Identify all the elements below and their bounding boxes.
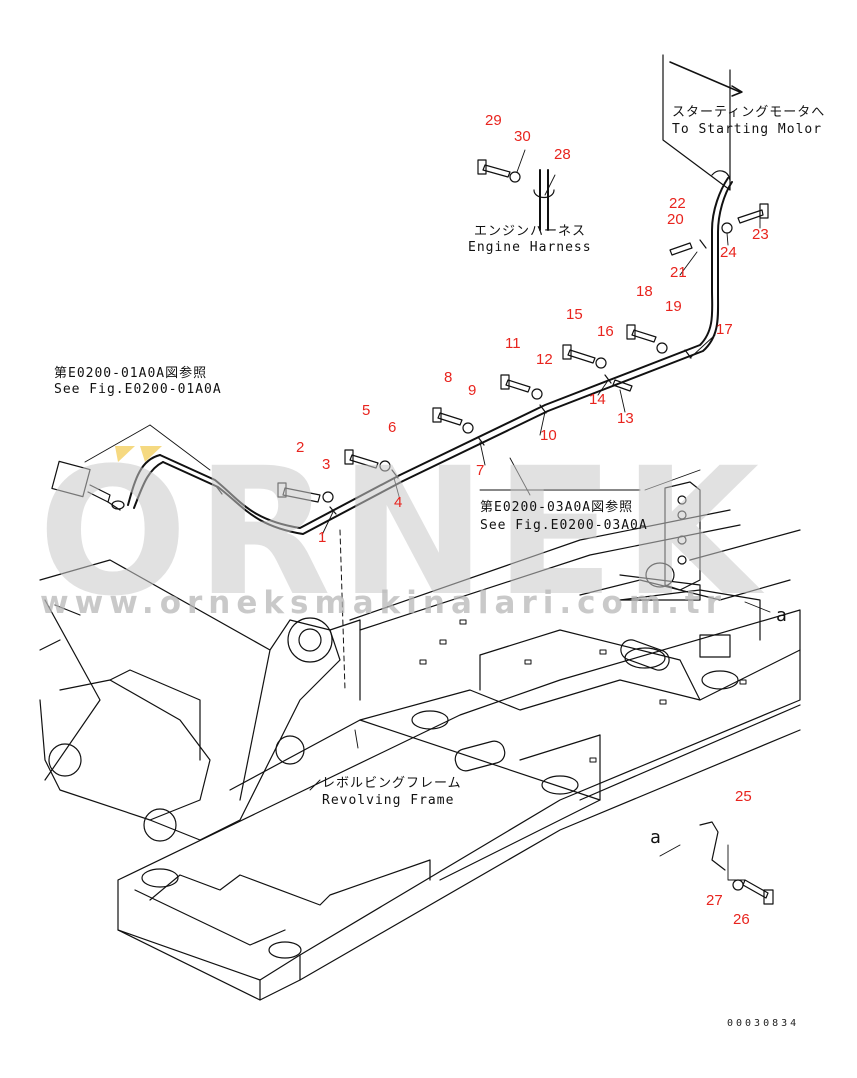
callout-7: 7 [476, 462, 485, 479]
callout-9: 9 [468, 382, 477, 399]
watermark-accent [115, 446, 162, 462]
revolving-frame [117, 579, 801, 1001]
callout-20: 20 [667, 211, 684, 228]
bolt-29 [477, 159, 511, 178]
washer-19 [656, 342, 668, 354]
note-ref2-jp: 第E0200-03A0A図参照 [480, 500, 634, 515]
view-label-a-bottom: a [650, 827, 662, 848]
callout-8: 8 [444, 369, 453, 386]
callout-19: 19 [665, 298, 682, 315]
callout-30: 30 [514, 128, 531, 145]
callout-27: 27 [706, 892, 723, 909]
note-frame-en: Revolving Frame [322, 793, 455, 808]
hardware-set [215, 159, 774, 905]
callout-25: 25 [735, 788, 752, 805]
callout-24: 24 [720, 244, 737, 261]
callout-4: 4 [394, 494, 403, 511]
note-engine-harness-en: Engine Harness [468, 240, 592, 255]
callout-14: 14 [589, 391, 606, 408]
leader-lines [84, 149, 771, 881]
washer-3 [322, 491, 334, 503]
washer-27 [732, 879, 744, 891]
clamps [215, 239, 707, 515]
callout-17: 17 [716, 321, 733, 338]
callout-28: 28 [554, 146, 571, 163]
note-starting-motor-en: To Starting Molor [672, 122, 823, 137]
boom-mount [39, 509, 801, 842]
watermark-brand: ORNEK [38, 430, 768, 635]
callout-12: 12 [536, 351, 553, 368]
callout-16: 16 [597, 323, 614, 340]
washer-9 [462, 422, 474, 434]
callout-13: 13 [617, 410, 634, 427]
view-label-a-top: a [776, 605, 788, 626]
callout-10: 10 [540, 427, 557, 444]
callout-6: 6 [388, 419, 397, 436]
callout-15: 15 [566, 306, 583, 323]
bolt-26 [742, 879, 774, 905]
note-frame-jp: レボルビングフレーム [322, 776, 462, 791]
callout-29: 29 [485, 112, 502, 129]
washer-16 [595, 357, 607, 369]
callout-2: 2 [296, 439, 305, 456]
rivets [419, 619, 747, 763]
bolt-23 [737, 203, 769, 224]
note-ref2-en: See Fig.E0200-03A0A [480, 518, 648, 533]
callout-3: 3 [322, 456, 331, 473]
bolt-2 [277, 482, 321, 503]
bolt-20 [669, 242, 693, 256]
bolt-15 [562, 344, 596, 364]
bolt-11 [500, 374, 531, 393]
bolt-8 [432, 407, 463, 426]
note-starting-motor-jp: スターティングモータへ [672, 105, 826, 120]
ground-wire-25 [699, 821, 726, 871]
washer-12 [531, 388, 543, 400]
callout-26: 26 [733, 911, 750, 928]
connector-left [51, 460, 125, 511]
washer-24 [721, 222, 733, 234]
callout-18: 18 [636, 283, 653, 300]
callout-1: 1 [318, 529, 327, 546]
drawing-number: 00030834 [727, 1018, 800, 1029]
mount-bracket [619, 481, 701, 601]
clip-28 [533, 189, 555, 199]
watermark-url: www.orneksmakinalari.com.tr [40, 585, 728, 621]
main-harness [127, 169, 733, 691]
note-ref1-jp: 第E0200-01A0A図参照 [54, 366, 208, 381]
callout-5: 5 [362, 402, 371, 419]
bolt-18 [626, 324, 657, 343]
callout-21: 21 [670, 264, 687, 281]
starting-motor-panel [662, 54, 743, 191]
note-ref1-en: See Fig.E0200-01A0A [54, 382, 222, 397]
washer-30 [509, 171, 521, 183]
note-engine-harness-jp: エンジンハーネス [474, 224, 587, 239]
callout-22: 22 [669, 195, 686, 212]
callout-11: 11 [505, 335, 521, 352]
callout-23: 23 [752, 226, 769, 243]
bolt-5 [344, 449, 379, 469]
washer-6 [379, 460, 391, 472]
bolt-13 [612, 379, 633, 392]
